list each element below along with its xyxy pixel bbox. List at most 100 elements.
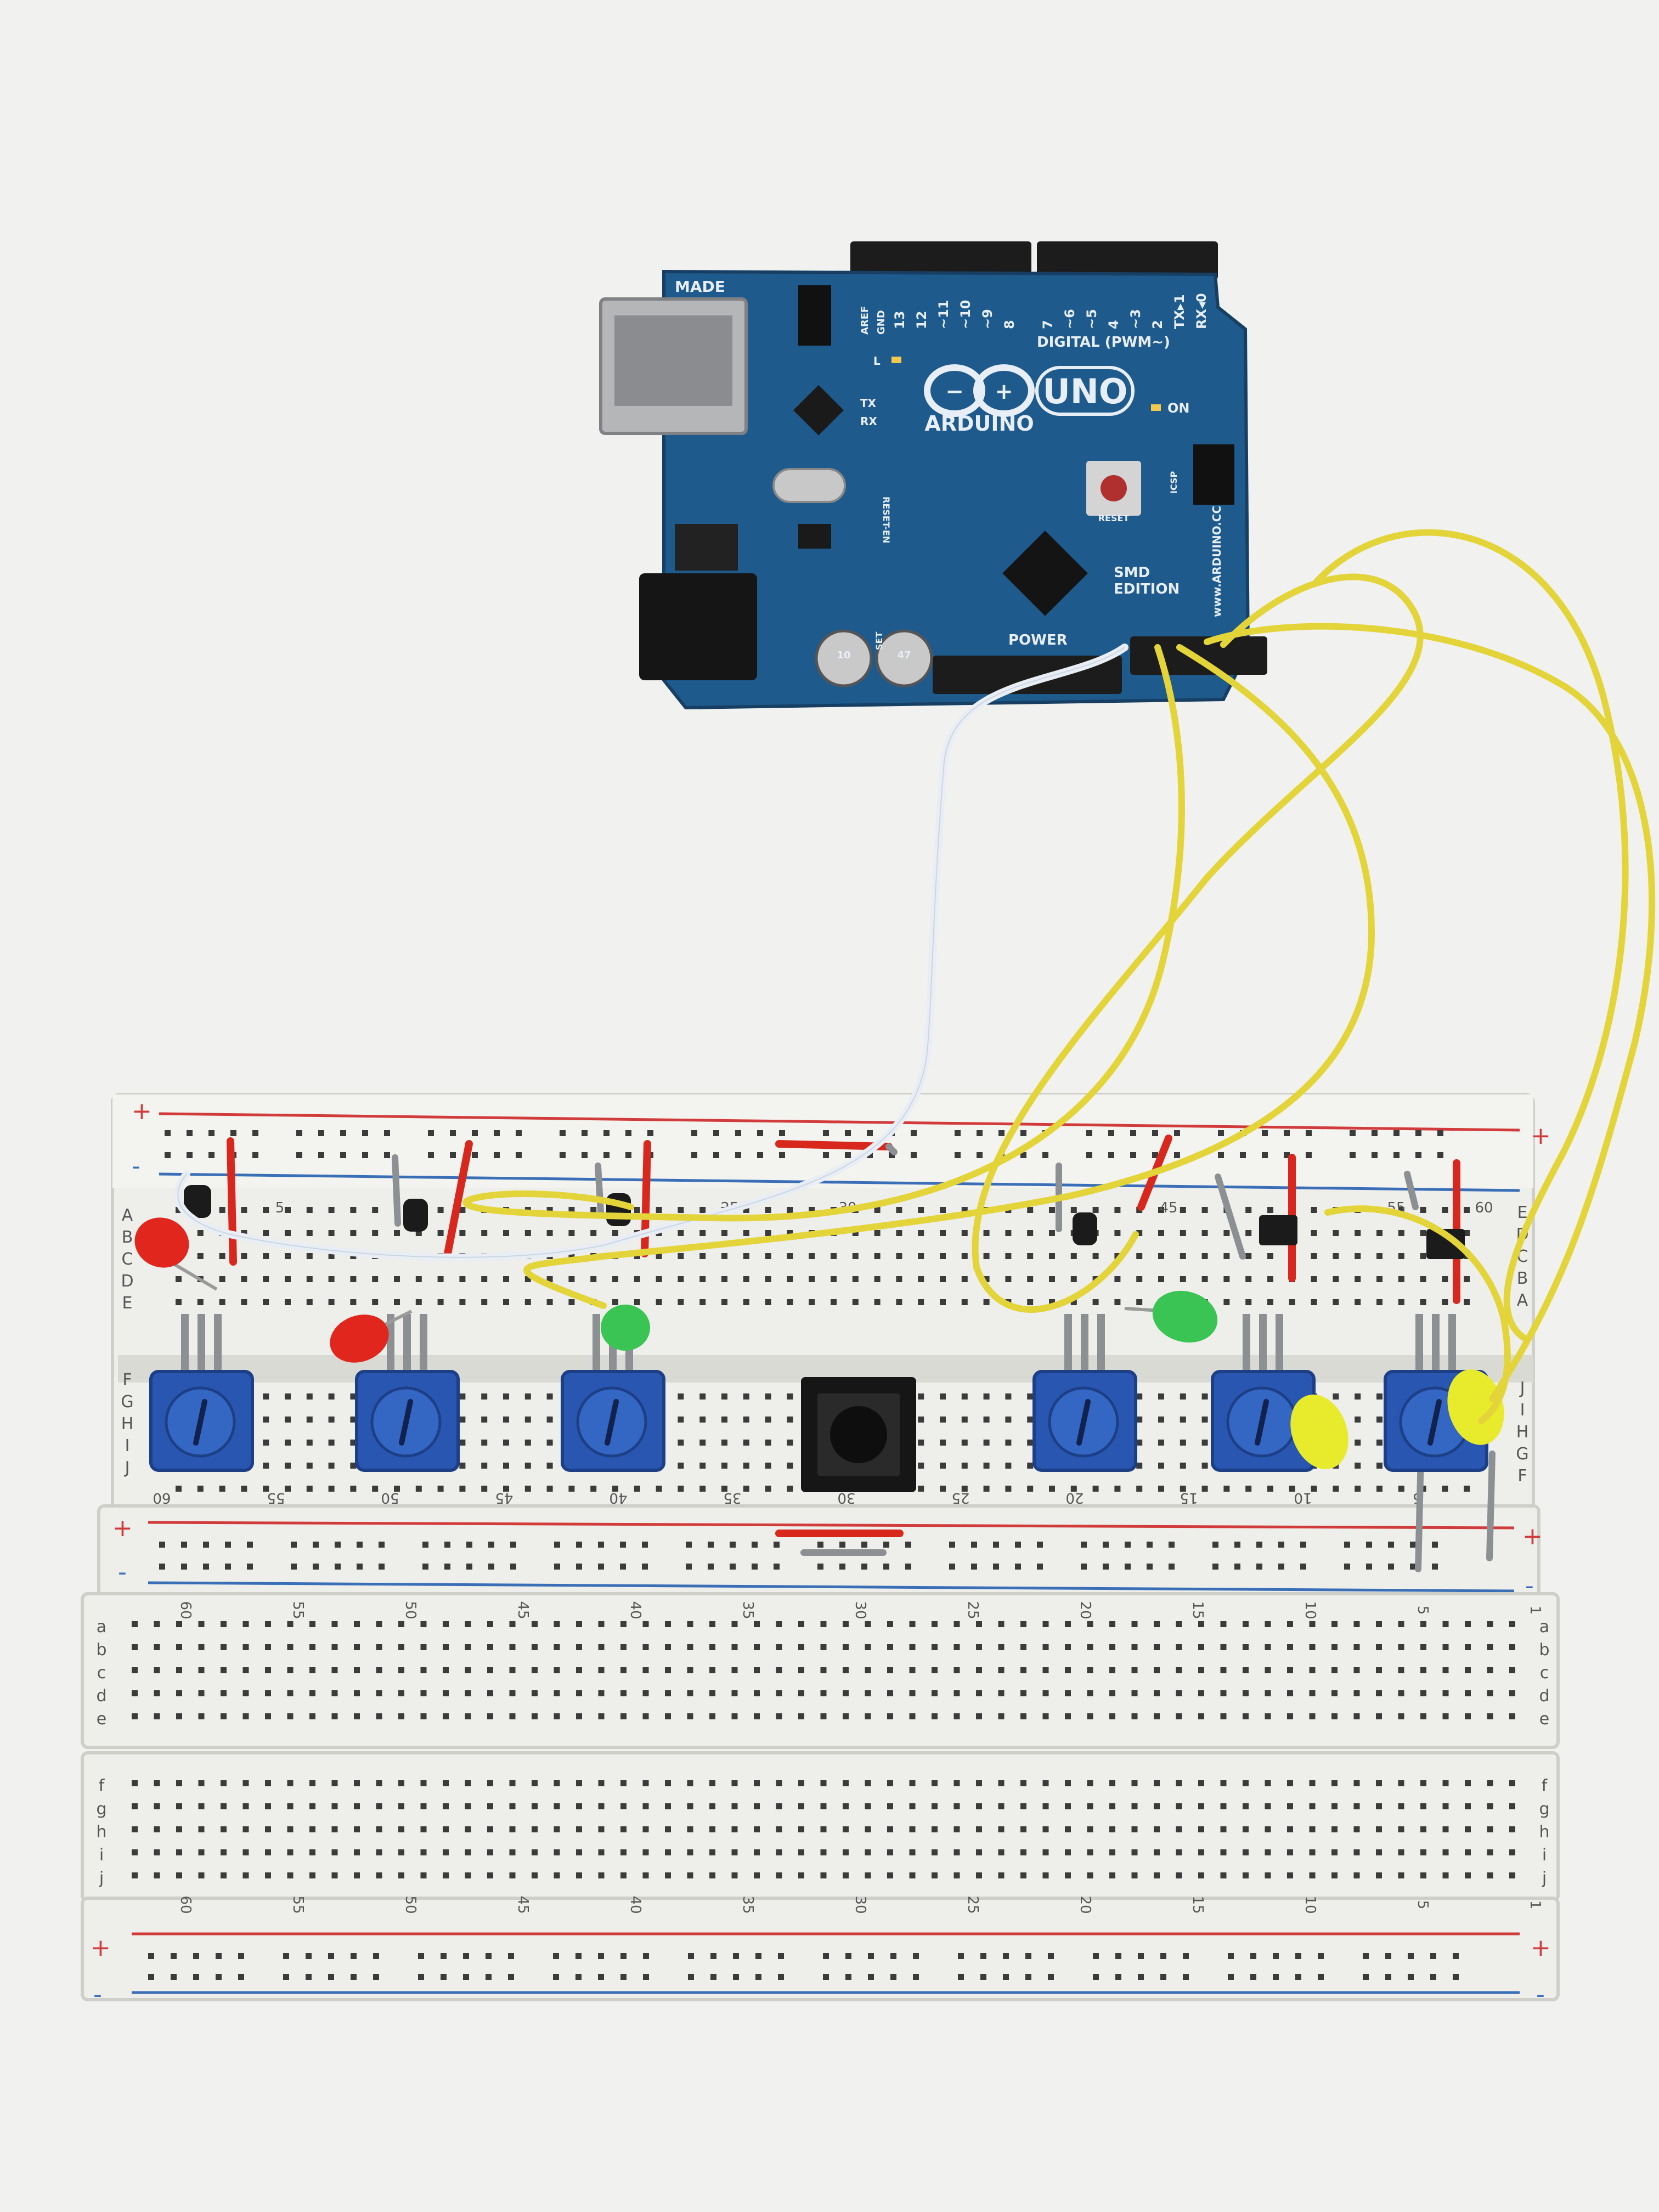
hole bbox=[743, 1463, 749, 1469]
hole bbox=[1109, 1690, 1115, 1696]
bottom-row-right-lower-2: h bbox=[1539, 1822, 1549, 1842]
potentiometer-1[interactable] bbox=[149, 1314, 254, 1472]
push-button-cap[interactable] bbox=[830, 1406, 887, 1463]
hole bbox=[1487, 1872, 1493, 1878]
hole bbox=[971, 1542, 977, 1548]
bottom-holes-f-j bbox=[132, 1780, 1515, 1878]
hole bbox=[221, 1690, 227, 1696]
hole bbox=[1114, 1276, 1121, 1282]
hole bbox=[568, 1299, 575, 1305]
hole bbox=[757, 1130, 763, 1136]
hole bbox=[283, 1974, 289, 1980]
potentiometer-3[interactable] bbox=[561, 1314, 665, 1472]
small-ic bbox=[798, 524, 831, 549]
hole bbox=[415, 1299, 422, 1305]
hole bbox=[998, 1644, 1005, 1650]
hole bbox=[1509, 1644, 1515, 1650]
hole bbox=[1265, 1803, 1271, 1809]
hole bbox=[940, 1207, 946, 1213]
hole bbox=[1136, 1486, 1143, 1492]
hole bbox=[242, 1713, 249, 1719]
hole bbox=[1267, 1276, 1273, 1282]
hole bbox=[776, 1849, 782, 1855]
hole bbox=[443, 1644, 449, 1650]
hole bbox=[465, 1621, 471, 1627]
hole bbox=[1005, 1276, 1012, 1282]
bottom-col-upper-11: 5 bbox=[1414, 1606, 1431, 1615]
hole bbox=[546, 1463, 553, 1469]
hole bbox=[1331, 1713, 1338, 1719]
hole bbox=[309, 1690, 315, 1696]
hole bbox=[285, 1393, 291, 1400]
hole bbox=[1309, 1690, 1316, 1696]
hole bbox=[883, 1564, 889, 1570]
made-text: MADE bbox=[675, 278, 725, 296]
hole bbox=[1087, 1667, 1093, 1673]
hole bbox=[1287, 1644, 1293, 1650]
hole bbox=[379, 1542, 385, 1548]
capacitor-2 bbox=[875, 629, 933, 687]
hole bbox=[1376, 1299, 1383, 1305]
hole bbox=[843, 1667, 849, 1673]
hole bbox=[1114, 1207, 1121, 1213]
hole bbox=[905, 1564, 911, 1570]
hole bbox=[1114, 1486, 1121, 1492]
hole bbox=[287, 1803, 294, 1809]
hole bbox=[953, 1690, 960, 1696]
hole bbox=[765, 1417, 771, 1423]
hole bbox=[643, 1953, 649, 1959]
hole bbox=[993, 1564, 999, 1570]
hole bbox=[331, 1803, 338, 1809]
hole bbox=[263, 1207, 269, 1213]
hole bbox=[1265, 1690, 1271, 1696]
hole bbox=[1509, 1849, 1515, 1855]
hole bbox=[1005, 1463, 1012, 1469]
hole bbox=[1136, 1253, 1143, 1259]
push-button[interactable] bbox=[801, 1377, 916, 1492]
hole bbox=[1243, 1644, 1249, 1650]
hole bbox=[509, 1644, 516, 1650]
hole bbox=[420, 1621, 427, 1627]
hole bbox=[465, 1690, 471, 1696]
hole bbox=[918, 1463, 924, 1469]
hole bbox=[909, 1713, 916, 1719]
hole bbox=[376, 1621, 382, 1627]
pin-label-1: 12 bbox=[914, 311, 929, 329]
hole bbox=[656, 1253, 662, 1259]
reset-button-cap[interactable] bbox=[1101, 475, 1127, 501]
hole bbox=[612, 1486, 618, 1492]
hole bbox=[1388, 1542, 1394, 1548]
hole bbox=[665, 1713, 671, 1719]
hole bbox=[132, 1690, 138, 1696]
hole bbox=[1136, 1463, 1143, 1469]
potentiometer-2[interactable] bbox=[355, 1314, 460, 1472]
hole bbox=[265, 1780, 271, 1786]
hole bbox=[154, 1644, 160, 1650]
hole bbox=[532, 1849, 538, 1855]
hole bbox=[1240, 1152, 1246, 1158]
hole bbox=[487, 1872, 493, 1878]
hole bbox=[1154, 1713, 1160, 1719]
hole bbox=[1042, 1872, 1049, 1878]
row-letter-right-4: F bbox=[1517, 1466, 1527, 1486]
hole bbox=[132, 1872, 138, 1878]
hole bbox=[887, 1713, 893, 1719]
power-label: POWER bbox=[1008, 632, 1068, 648]
hole bbox=[918, 1417, 924, 1423]
hole bbox=[1136, 1393, 1143, 1400]
hole bbox=[1049, 1253, 1055, 1259]
hole bbox=[1311, 1253, 1317, 1259]
hole bbox=[1070, 1253, 1077, 1259]
hole bbox=[1267, 1253, 1273, 1259]
hole bbox=[1220, 1803, 1227, 1809]
hole bbox=[1223, 1299, 1230, 1305]
potentiometer-4[interactable] bbox=[1032, 1314, 1137, 1472]
hole bbox=[354, 1780, 360, 1786]
hole bbox=[831, 1276, 837, 1282]
icsp-header bbox=[1193, 444, 1234, 505]
bottom-row-left-upper-2: c bbox=[97, 1663, 106, 1683]
hole bbox=[420, 1872, 427, 1878]
hole bbox=[459, 1207, 466, 1213]
potentiometer-5[interactable] bbox=[1211, 1314, 1316, 1472]
hole bbox=[524, 1417, 531, 1423]
